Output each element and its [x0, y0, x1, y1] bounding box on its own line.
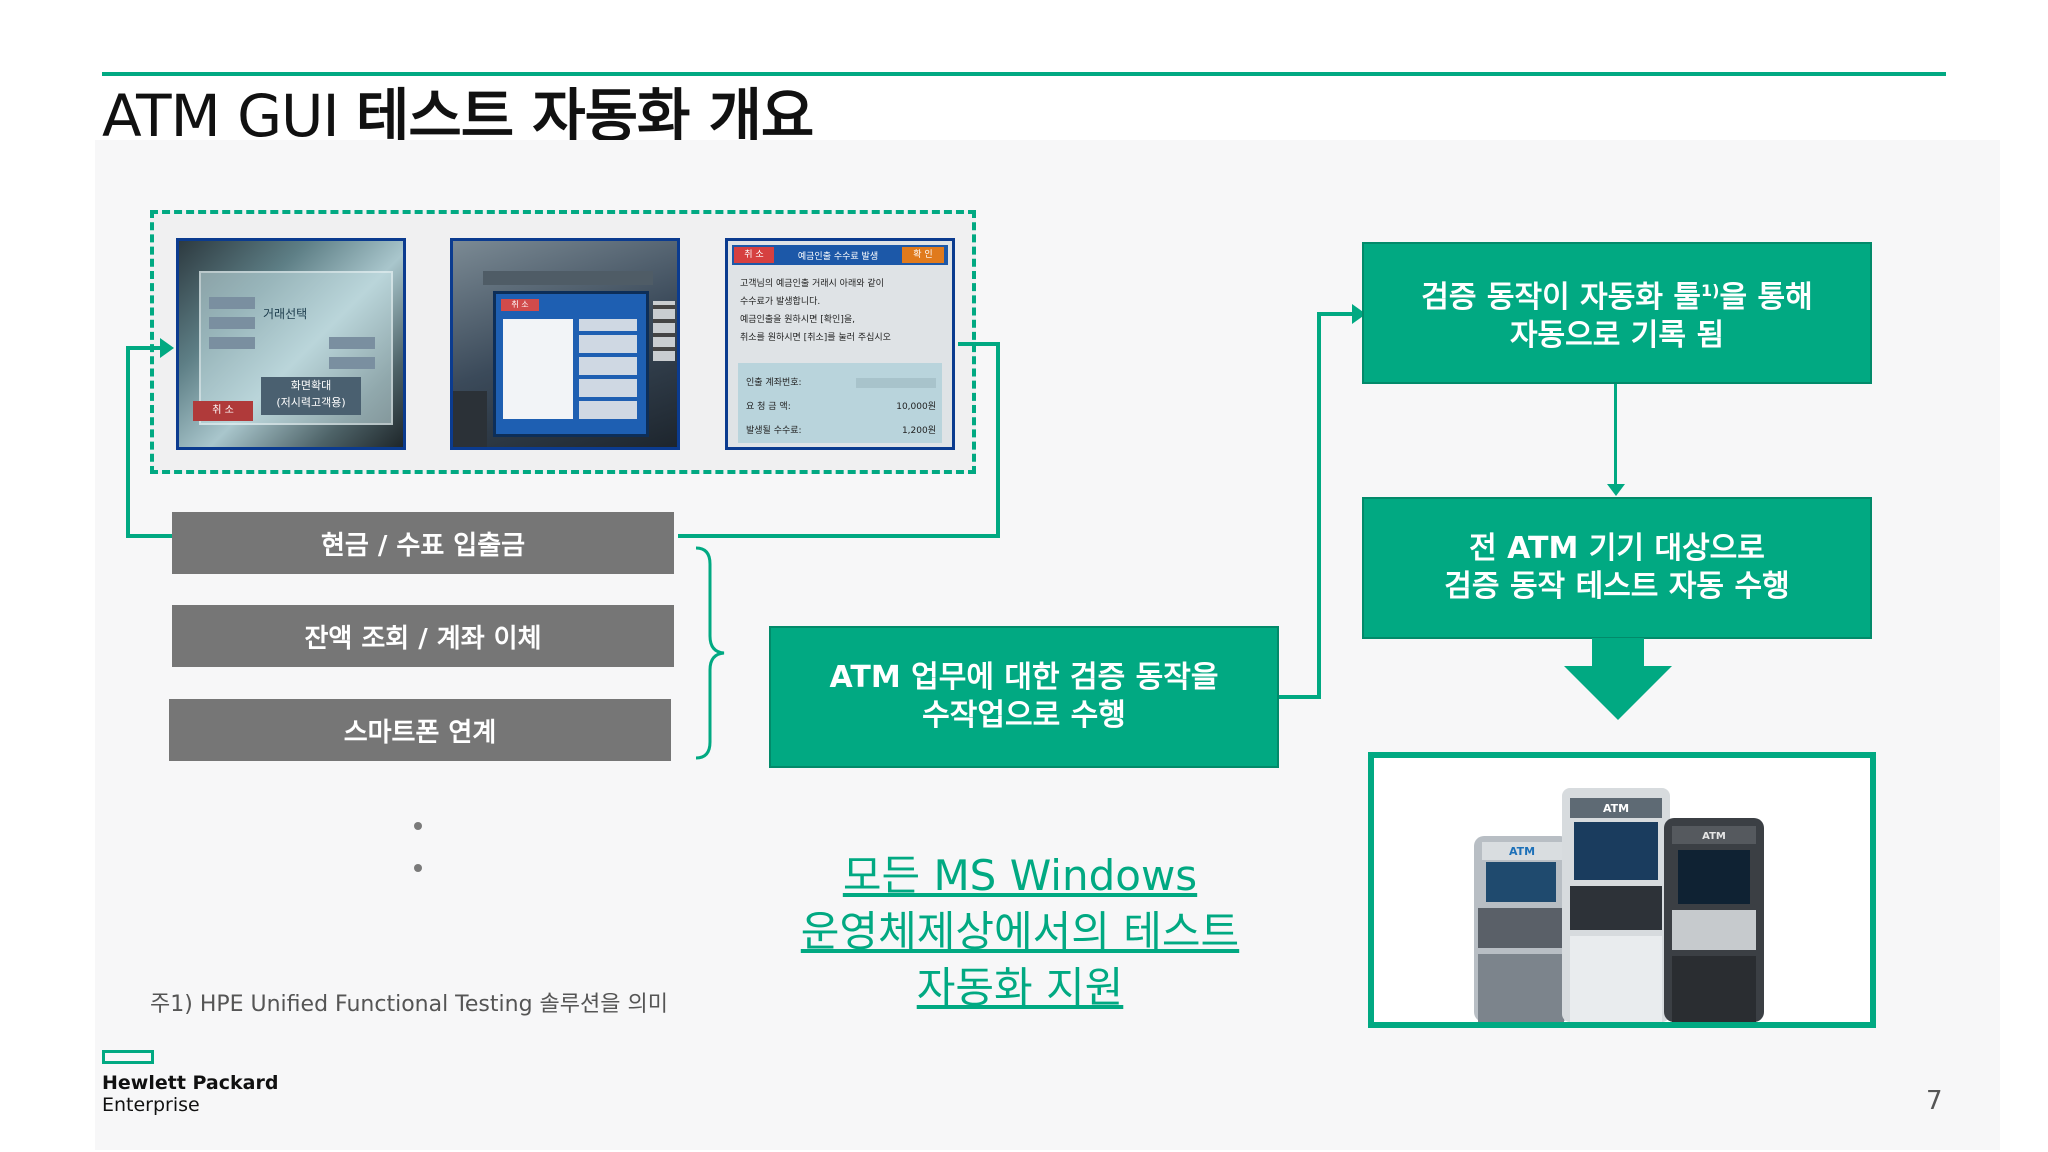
connector-manual-vertical: [1317, 312, 1321, 699]
atm-label-middle: ATM: [1603, 802, 1629, 815]
big-down-arrow-icon: [1564, 638, 1672, 720]
atm-label-right: ATM: [1702, 831, 1726, 842]
screen3-fee-value: 1,200원: [901, 426, 936, 436]
screen1-heading: 거래선택: [263, 307, 308, 321]
menu-item-cash: 현금 / 수표 입출금: [172, 512, 674, 574]
screen1-zoom-option: 화면확대: [290, 379, 332, 392]
title-latin: ATM GUI: [102, 82, 340, 150]
title-korean: 테스트 자동화 개요: [356, 82, 814, 150]
page-title: ATM GUI 테스트 자동화 개요: [102, 80, 814, 152]
record-box-line2: 자동으로 기록 됨: [1509, 317, 1725, 353]
screen1-cancel: 취 소: [193, 401, 253, 421]
menu-item-balance: 잔액 조회 / 계좌 이체: [172, 605, 674, 667]
support-line1: 모든 MS Windows: [842, 851, 1198, 900]
screen3-line2: 수수료가 발생합니다.: [740, 297, 821, 307]
connector-right-bottom: [678, 534, 1000, 538]
screen3-fee-label: 발생될 수수료:: [746, 426, 802, 436]
windows-support-text: 모든 MS Windows 운영체제상에서의 테스트 자동화 지원: [760, 848, 1280, 1016]
record-box-footnote-ref: 1): [1701, 280, 1720, 300]
page-number: 7: [1926, 1086, 1943, 1116]
menu-item-smartphone: 스마트폰 연계: [169, 699, 671, 761]
screen3-cancel: 취 소: [734, 247, 774, 263]
footnote: 주1) HPE Unified Functional Testing 솔루션을 …: [150, 992, 668, 1017]
curly-brace-icon: [695, 546, 725, 760]
arrowhead-left-icon: [160, 338, 174, 358]
connector-right-vertical: [996, 342, 1000, 538]
manual-box-line1: ATM 업무에 대한 검증 동작을: [829, 660, 1219, 695]
auto-box-line1: 전 ATM 기기 대상으로: [1469, 531, 1765, 566]
screen1-low-vision-option: (저시력고객용): [276, 396, 346, 409]
hpe-logo-text: Hewlett Packard Enterprise: [102, 1072, 278, 1116]
manual-test-box: ATM 업무에 대한 검증 동작을 수작업으로 수행: [769, 626, 1279, 768]
atm-label-left: ATM: [1509, 845, 1535, 858]
screen3-amount-label: 요 청 금 액:: [746, 402, 791, 412]
atm-machines-image: ATM ATM ATM: [1368, 752, 1876, 1028]
auto-box-line2: 검증 동작 테스트 자동 수행: [1444, 569, 1790, 604]
hpe-logo-icon: [102, 1050, 154, 1064]
support-line2: 운영체제상에서의 테스트: [800, 907, 1240, 956]
connector-manual-out: [1279, 695, 1321, 699]
logo-line1: Hewlett Packard: [102, 1072, 279, 1094]
title-rule: [102, 72, 1946, 76]
screen2-cancel: 취 소: [501, 299, 539, 311]
screen3-amount-value: 10,000원: [896, 402, 936, 412]
connector-right-top: [958, 342, 1000, 346]
screen3-line1: 고객님의 예금인출 거래시 아래와 같이: [740, 279, 884, 289]
screen3-ok: 확 인: [902, 247, 944, 263]
atm-screen-photo-3: 취 소 예금인출 수수료 발생 확 인 고객님의 예금인출 거래시 아래와 같이…: [725, 238, 955, 450]
connector-left-top: [126, 346, 162, 350]
screen3-line4: 취소를 원하시면 [취소]를 눌러 주십시오: [740, 333, 891, 343]
manual-box-line2: 수작업으로 수행: [922, 698, 1126, 733]
record-box-line1a: 검증 동작이 자동화 툴: [1421, 279, 1702, 315]
screen3-account-label: 인출 계좌번호:: [746, 378, 802, 388]
ellipsis-dot-1: [414, 822, 422, 830]
ellipsis-dot-2: [414, 864, 422, 872]
auto-run-box: 전 ATM 기기 대상으로 검증 동작 테스트 자동 수행: [1362, 497, 1872, 639]
connector-manual-top: [1317, 312, 1361, 316]
screen3-line3: 예금인출을 원하시면 [확인]을,: [740, 315, 855, 325]
support-line3: 자동화 지원: [916, 963, 1124, 1012]
arrowhead-down-small-icon: [1607, 484, 1625, 496]
atm-screen-photo-1: 거래선택 화면확대 (저시력고객용) 취 소: [176, 238, 406, 450]
auto-record-box: 검증 동작이 자동화 툴1)을 통해 자동으로 기록 됨: [1362, 242, 1872, 384]
screen3-header-title: 예금인출 수수료 발생: [797, 252, 879, 262]
atm-screen-photo-2: 취 소: [450, 238, 680, 450]
logo-line2: Enterprise: [102, 1094, 200, 1116]
connector-left-vertical: [126, 346, 130, 538]
record-box-line1b: 을 통해: [1719, 279, 1813, 315]
connector-left-bottom: [126, 534, 172, 538]
connector-record-to-auto: [1614, 384, 1617, 488]
